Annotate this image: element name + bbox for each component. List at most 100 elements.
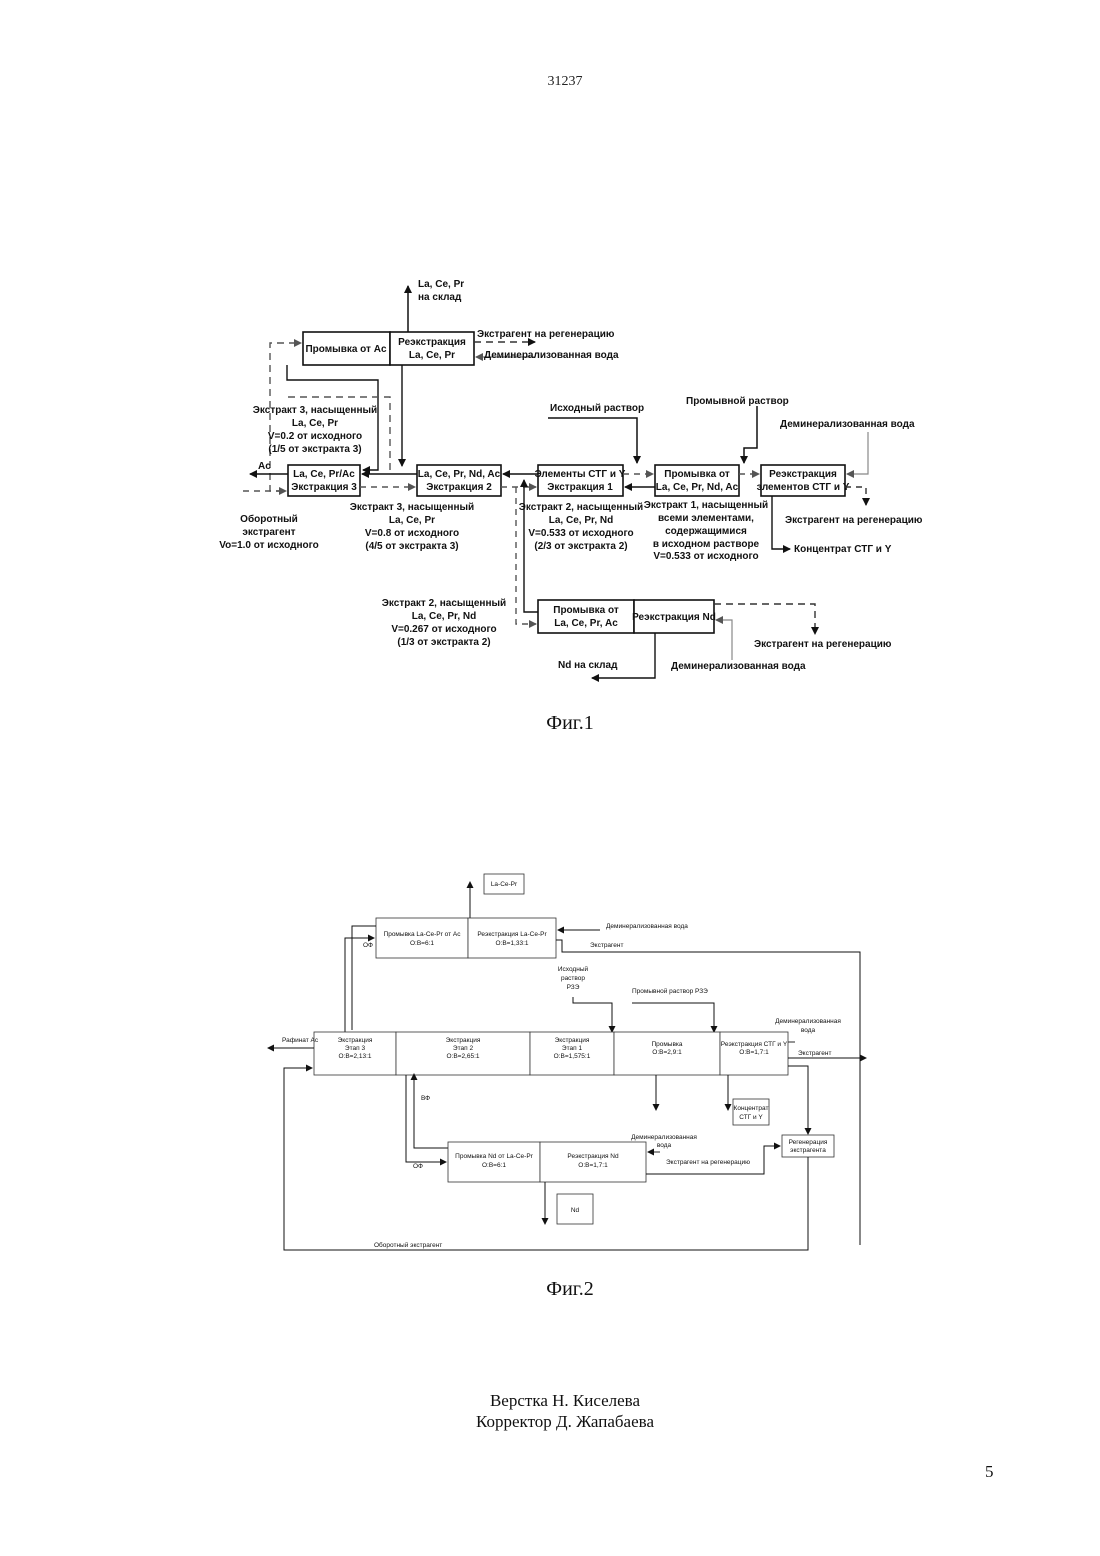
fig1-extract1-1: Экстракт 1, насыщенный: [644, 500, 768, 511]
fig2-stage-wash-1: Промывка: [651, 1041, 682, 1048]
fig2-label-of-top: ОФ: [363, 942, 373, 949]
fig1-top-product-line2: на склад: [418, 292, 462, 303]
fig1-extract1-3: содержащимися: [665, 526, 747, 537]
fig1-extr1-line2: Экстракция 1: [547, 482, 613, 493]
fig1-reext-lacepr-line1: Реэкстракция: [398, 337, 466, 348]
fig2-label-raffinate: Рафинат Ac: [282, 1037, 319, 1044]
fig2-stage1-2: Этап 1: [562, 1045, 583, 1052]
fig2-stage-wash-2: O:B=2,9:1: [652, 1049, 682, 1056]
fig2-demin-right-2: вода: [801, 1027, 816, 1034]
footer-credits: Верстка Н. Киселева Корректор Д. Жапабае…: [0, 1390, 1100, 1432]
fig1-label-demin-nd: Деминерализованная вода: [671, 661, 806, 672]
credit-proofreader: Корректор Д. Жапабаева: [0, 1411, 1100, 1432]
fig2-label-recycle: Оборотный экстрагент: [374, 1241, 442, 1249]
fig1-label-nd-store: Nd на склад: [558, 660, 618, 671]
fig1-extract3-top-1: Экстракт 3, насыщенный: [253, 405, 377, 416]
credit-layout: Верстка Н. Киселева: [0, 1390, 1100, 1411]
fig2-stage2-1: Экстракция: [446, 1037, 481, 1044]
fig1-extract2b-2: La, Ce, Pr, Nd: [412, 611, 476, 622]
fig2-flow-diagram: La-Ce-Pr Промывка La-Ce-Pr от Ac O:B=6:1…: [0, 860, 1100, 1280]
fig2-stage1-3: O:B=1,575:1: [554, 1053, 591, 1060]
fig1-extract2b-1: Экстракт 2, насыщенный: [382, 598, 506, 609]
fig1-extract2a-3: V=0.533 от исходного: [528, 528, 633, 539]
fig2-box-top-wash: [376, 918, 468, 958]
fig1-top-product-line1: La, Ce, Pr: [418, 279, 464, 290]
fig1-label-wash-solution: Промывной раствор: [686, 396, 789, 407]
fig1-extract2a-2: La, Ce, Pr, Nd: [549, 515, 613, 526]
fig2-feed-3: РЗЭ: [567, 984, 580, 991]
fig1-extract1-2: всеми элементами,: [658, 513, 754, 524]
fig1-extract2a-4: (2/3 от экстракта 2): [534, 541, 627, 552]
fig1-extract2b-3: V=0.267 от исходного: [391, 624, 496, 635]
fig2-lacepr-label: La-Ce-Pr: [491, 881, 518, 888]
fig2-caption: Фиг.2: [0, 1278, 1100, 1301]
fig2-nd-wash-2: O:B=6:1: [482, 1162, 506, 1169]
fig1-extr2-line2: Экстракция 2: [426, 482, 492, 493]
fig2-stage1-1: Экстракция: [555, 1037, 590, 1044]
fig2-nd-reext-1: Реэкстракция Nd: [567, 1153, 619, 1160]
fig2-demin-nd-2: вода: [657, 1142, 672, 1149]
fig2-stage-reext-1: Реэкстракция СТГ и Y: [721, 1041, 788, 1048]
fig2-stage2-3: O:B=2,65:1: [446, 1053, 479, 1060]
fig2-top-wash-2: O:B=6:1: [410, 940, 434, 947]
fig2-regen-2: экстрагента: [790, 1147, 826, 1154]
fig2-box-concentrate: [733, 1099, 769, 1125]
fig1-label-concentrate: Концентрат СТГ и Y: [794, 544, 892, 555]
fig1-extract3-top-4: (1/5 от экстракта 3): [268, 444, 361, 455]
fig2-stage3-2: Этап 3: [345, 1045, 366, 1052]
fig1-label-extr-regen-top: Экстрагент на регенерацию: [477, 329, 615, 340]
fig1-extract2b-4: (1/3 от экстракта 2): [397, 637, 490, 648]
fig1-reext-stg-line2: элементов СТГ и Y: [757, 482, 850, 493]
fig2-label-vf: ВФ: [421, 1095, 430, 1102]
fig1-wash-nd-line1: Промывка от: [553, 605, 619, 616]
fig1-extract3-bottom-4: (4/5 от экстракта 3): [365, 541, 458, 552]
fig1-recycle-3: Vo=1.0 от исходного: [219, 540, 319, 551]
page-number: 5: [985, 1462, 994, 1482]
fig2-top-wash-1: Промывка La-Ce-Pr от Ac: [384, 931, 462, 938]
fig2-top-reext-2: O:B=1,33:1: [495, 940, 528, 947]
fig1-wash-ac-label: Промывка от Ac: [305, 344, 386, 355]
fig1-wash-all-line1: Промывка от: [664, 469, 730, 480]
fig2-regen-1: Регенерация: [789, 1139, 828, 1146]
fig1-recycle-1: Оборотный: [240, 513, 298, 525]
fig2-top-reext-1: Реэкстракция La-Ce-Pr: [477, 931, 547, 938]
fig1-reext-lacepr-line2: La, Ce, Pr: [409, 350, 455, 361]
fig1-label-ac: Ac: [258, 461, 271, 472]
fig2-label-of-nd: ОФ: [413, 1163, 423, 1170]
fig2-nd-reext-2: O:B=1,7:1: [578, 1162, 608, 1169]
fig1-label-demin-right: Деминерализованная вода: [780, 419, 915, 430]
fig2-demin-right-1: Деминерализованная: [775, 1018, 841, 1025]
fig2-stage-reext-2: O:B=1,7:1: [739, 1049, 769, 1056]
fig1-extr2-line1: La, Ce, Pr, Nd, Ac: [418, 469, 501, 480]
fig1-extract3-bottom-3: V=0.8 от исходного: [365, 528, 459, 539]
fig2-concentrate-2: СТГ и Y: [739, 1114, 763, 1121]
fig2-feed-2: раствор: [561, 975, 585, 982]
fig2-label-wash-solution: Промывной раствор РЗЭ: [632, 987, 708, 995]
fig1-extract3-bottom-2: La, Ce, Pr: [389, 515, 435, 526]
fig1-extr3-line2: Экстракция 3: [291, 482, 357, 493]
fig1-caption: Фиг.1: [0, 712, 1100, 735]
fig2-label-extragent-right: Экстрагент: [798, 1050, 831, 1057]
fig2-box-top-reext: [468, 918, 556, 958]
fig1-label-extr-regen-nd: Экстрагент на регенерацию: [754, 639, 892, 650]
fig2-label-extr-regen-nd: Экстрагент на регенерацию: [666, 1159, 750, 1166]
fig2-stage3-1: Экстракция: [338, 1037, 373, 1044]
fig1-extr3-line1: La, Ce, Pr/Ac: [293, 469, 355, 480]
fig1-extract1-4: в исходном растворе: [653, 539, 760, 550]
fig1-extract3-top-2: La, Ce, Pr: [292, 418, 338, 429]
fig2-stage2-2: Этап 2: [453, 1045, 474, 1052]
fig1-recycle-2: экстрагент: [242, 527, 295, 538]
fig1-flow-diagram: La, Ce, Pr на склад Промывка от Ac Реэкс…: [0, 0, 1100, 720]
fig2-nd-label: Nd: [571, 1207, 580, 1214]
fig2-concentrate-1: Концентрат: [734, 1105, 769, 1112]
fig1-reext-stg-line1: Реэкстракция: [769, 469, 837, 480]
fig1-wash-nd-line2: La, Ce, Pr, Ac: [554, 618, 618, 629]
fig1-label-feed: Исходный раствор: [550, 403, 644, 414]
fig2-label-demin-top: Деминерализованная вода: [606, 923, 688, 930]
fig2-feed-1: Исходный: [558, 965, 589, 973]
fig2-nd-wash-1: Промывка Nd от La-Ce-Pr: [455, 1153, 533, 1160]
fig1-reext-nd-label: Реэкстракция Nd: [632, 612, 716, 623]
fig1-label-extr-regen-right: Экстрагент на регенерацию: [785, 515, 923, 526]
fig1-extr1-line1: Элементы СТГ и Y: [535, 469, 626, 480]
fig1-extract1-5: V=0.533 от исходного: [653, 551, 758, 562]
